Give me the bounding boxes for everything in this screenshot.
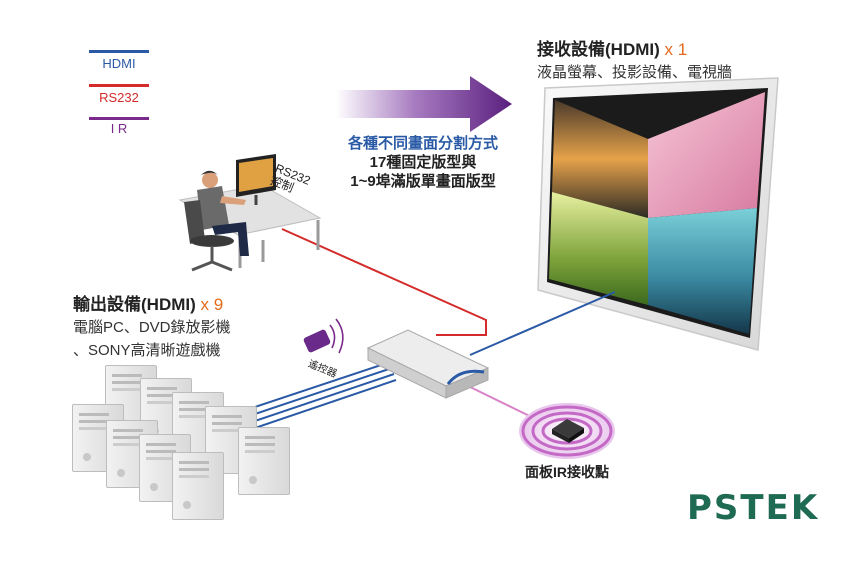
source-line-2: 、SONY高清晰遊戲機 [73, 342, 221, 359]
source-multiplier: x 9 [200, 295, 224, 314]
receiver-title-text: 接收設備(HDMI) [537, 40, 660, 59]
split-line-2: 17種固定版型與 [369, 154, 477, 171]
receiver-title: 接收設備(HDMI) x 1 [537, 35, 687, 60]
split-line-1: 各種不同畫面分割方式 [347, 135, 498, 152]
hdmi-output-cable [469, 291, 616, 356]
operator-desk [178, 154, 322, 272]
split-description: 各種不同畫面分割方式 17種固定版型與 1~9埠滿版單畫面版型 [318, 134, 528, 191]
split-line-3: 1~9埠滿版單畫面版型 [350, 173, 496, 190]
rs232-cable [281, 228, 487, 336]
matrix-switcher [366, 329, 490, 399]
pc-tower [238, 427, 290, 495]
display-screen [537, 77, 779, 351]
legend-ir-label: I R [110, 121, 128, 136]
source-title: 輸出設備(HDMI) x 9 [73, 290, 223, 315]
receiver-multiplier: x 1 [664, 40, 688, 59]
legend-rs232-label: RS232 [99, 90, 139, 105]
legend-hdmi-line [89, 50, 149, 53]
source-line-1: 電腦PC、DVD錄放影機 [73, 319, 231, 336]
legend-ir-line [89, 117, 149, 120]
receiver-subtitle: 液晶螢幕、投影設備、電視牆 [537, 64, 733, 81]
ir-receiver [519, 403, 615, 459]
pc-tower [172, 452, 224, 520]
legend-rs232-line [89, 84, 149, 87]
remote-control [303, 318, 344, 354]
source-title-text: 輸出設備(HDMI) [73, 295, 196, 314]
pstek-logo: PSTEK [687, 488, 820, 528]
split-arrow [336, 76, 512, 132]
legend-hdmi-label: HDMI [102, 56, 136, 71]
ir-receiver-label: 面板IR接收點 [525, 464, 609, 480]
hdmi-input-cables [251, 361, 397, 430]
